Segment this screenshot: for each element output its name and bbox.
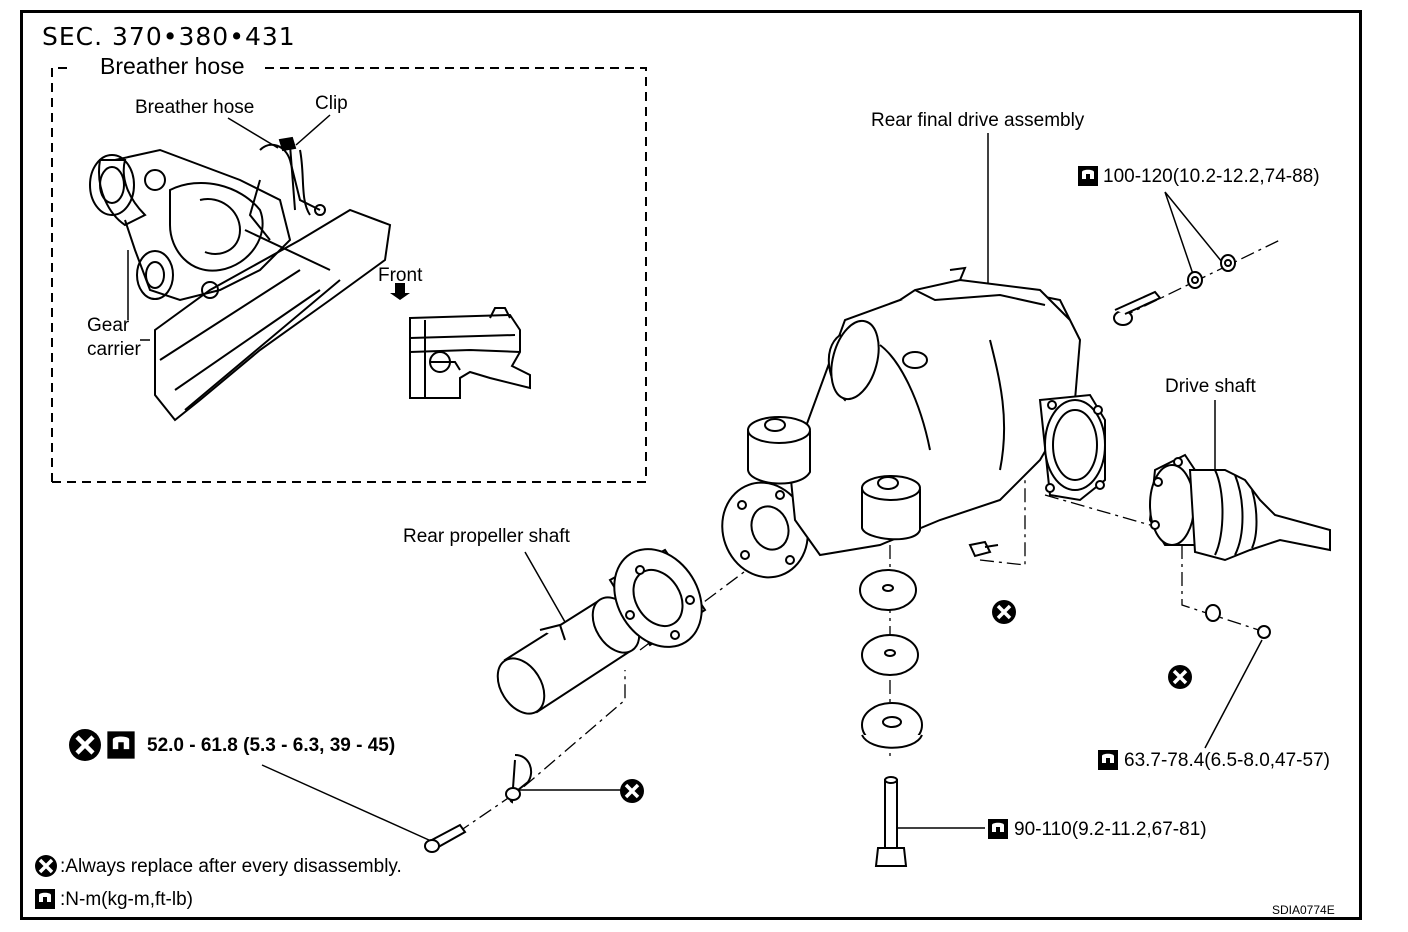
torque-63-78: 63.7-78.4(6.5-8.0,47-57) — [1124, 750, 1330, 771]
torque-90-110: 90-110(9.2-11.2,67-81) — [1014, 819, 1207, 840]
mount-bolt — [874, 776, 908, 867]
inset-box — [51, 67, 647, 483]
label-gear: Gear — [87, 315, 130, 336]
label-breather-hose: Breather hose — [135, 97, 255, 118]
label-clip: Clip — [315, 93, 348, 114]
propeller-shaft-drawing — [496, 548, 707, 715]
torque-100-120: 100-120(10.2-12.2,74-88) — [1103, 166, 1320, 187]
drive-shaft-drawing — [1148, 453, 1331, 562]
label-front: Front — [378, 265, 423, 286]
stopper-washers — [859, 569, 923, 749]
torque-wrench-icon — [988, 819, 1008, 839]
torque-wrench-icon — [1098, 750, 1118, 770]
front-view-drawing — [390, 283, 531, 399]
label-drive-shaft: Drive shaft — [1165, 376, 1256, 397]
replace-x-icon — [35, 855, 57, 877]
figure-id: SDIA0774E — [1272, 903, 1335, 917]
companion-flange-drawing — [721, 481, 809, 579]
leader-lines — [127, 114, 1263, 846]
small-hardware — [424, 254, 1271, 853]
label-rear-propeller-shaft: Rear propeller shaft — [403, 526, 570, 547]
replace-x-icons — [618, 598, 1194, 805]
label-carrier: carrier — [87, 339, 141, 360]
torque-52-61: 52.0 - 61.8 (5.3 - 6.3, 39 - 45) — [147, 735, 396, 756]
final-drive-drawing — [747, 266, 1106, 557]
diagram-frame — [20, 10, 1362, 920]
legend-replace: :Always replace after every disassembly. — [60, 856, 402, 877]
legend-torque-unit: :N-m(kg-m,ft-lb) — [60, 889, 193, 910]
section-code: SEC. 370•380•431 — [42, 22, 296, 51]
torque-wrench-icon — [35, 889, 55, 909]
replace-x-icon — [69, 729, 101, 761]
inset-title: Breather hose — [100, 53, 245, 79]
label-rear-final-drive: Rear final drive assembly — [871, 110, 1085, 131]
torque-wrench-icon — [1078, 166, 1098, 186]
gear-carrier-drawing — [89, 136, 392, 422]
torque-wrench-icon — [107, 731, 135, 759]
